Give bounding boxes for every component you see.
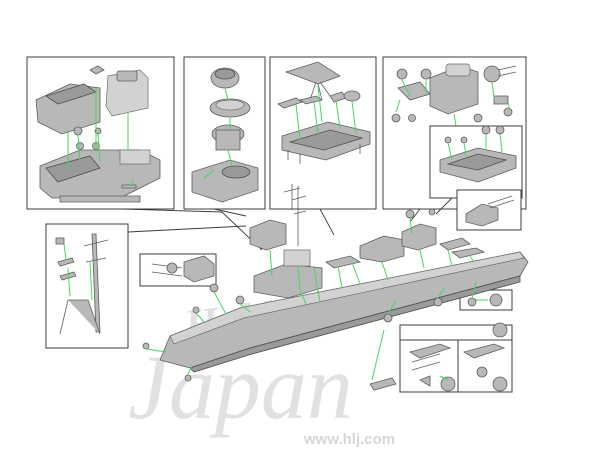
- inset-mast-detail: [45, 223, 247, 349]
- radar-mast-part: [291, 186, 307, 246]
- boat-part-1: [408, 343, 452, 359]
- boat-part-2: [462, 343, 506, 359]
- bridge-tower-part: [105, 69, 149, 117]
- inset-platform-detail: [269, 56, 377, 236]
- aft-turret-part: [401, 223, 437, 251]
- watermark-url: www.hlj.com: [303, 431, 395, 448]
- inset-left-gun: [139, 253, 217, 287]
- aft-structure-part: [359, 235, 405, 263]
- inset-director-stack: [183, 56, 266, 217]
- left-gun-part: [183, 255, 215, 283]
- twin-gun-part: [465, 203, 499, 227]
- inset-bridge-detail: [26, 56, 263, 251]
- foremast-part: [91, 233, 101, 333]
- inset-twin-gun: [456, 189, 522, 231]
- main-hull-assembly: [142, 184, 529, 391]
- inset-aa-deck: [429, 125, 523, 215]
- turret-part-fore: [249, 219, 287, 251]
- mast-tripod-part: [284, 61, 341, 85]
